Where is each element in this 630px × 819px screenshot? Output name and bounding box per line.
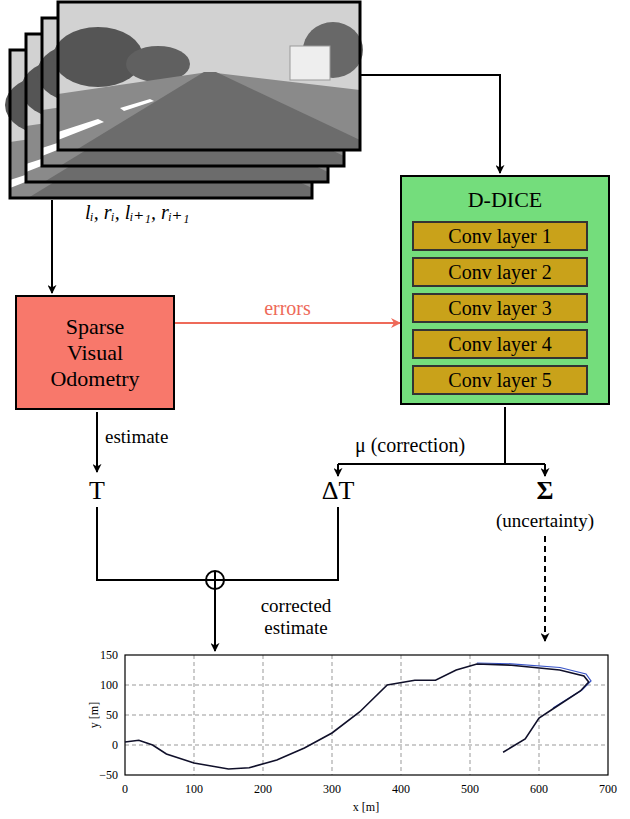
annotation: Σ bbox=[537, 476, 554, 506]
layer-box: Conv layer 5 bbox=[412, 365, 588, 395]
box-label: Conv layer 5 bbox=[448, 368, 551, 392]
annotation: lᵢ, rᵢ, lᵢ₊₁, rᵢ₊₁ bbox=[85, 201, 189, 224]
axis-label: 0 bbox=[112, 738, 118, 752]
annotation: (uncertainty) bbox=[496, 510, 594, 532]
layer-box: Conv layer 4 bbox=[412, 329, 588, 359]
axis-label: 100 bbox=[100, 678, 118, 692]
layer-box: Conv layer 1 bbox=[412, 221, 588, 251]
axis-label: 600 bbox=[530, 782, 548, 796]
box-title: D-DICE bbox=[402, 187, 608, 213]
layer-box: Conv layer 2 bbox=[412, 257, 588, 287]
box-label: Conv layer 3 bbox=[448, 296, 551, 320]
trajectory-plot bbox=[125, 655, 608, 775]
axis-label: 500 bbox=[461, 782, 479, 796]
box-label: Conv layer 2 bbox=[448, 260, 551, 284]
box-label: Conv layer 4 bbox=[448, 332, 551, 356]
axis-label: 50 bbox=[106, 708, 118, 722]
axis-label: 150 bbox=[100, 648, 118, 662]
axis-label: 0 bbox=[122, 782, 128, 796]
axis-label: x [m] bbox=[353, 800, 379, 814]
axis-label: −50 bbox=[99, 768, 118, 782]
annotation: T bbox=[89, 476, 105, 506]
network-box: D-DICE Conv layer 1 Conv layer 2 Conv layer… bbox=[400, 175, 610, 405]
axis-label: 400 bbox=[392, 782, 410, 796]
annotation: μ (correction) bbox=[355, 434, 465, 457]
axis-label: 300 bbox=[323, 782, 341, 796]
annotation: estimate bbox=[105, 426, 168, 448]
annotation: ΔT bbox=[322, 476, 355, 506]
layer-box: Conv layer 3 bbox=[412, 293, 588, 323]
axis-label: 200 bbox=[254, 782, 272, 796]
axis-label: 700 bbox=[599, 782, 617, 796]
error-arrow bbox=[175, 322, 400, 324]
annotation: corrected estimate bbox=[236, 595, 356, 639]
axis-label: 100 bbox=[185, 782, 203, 796]
axis-label: y [m] bbox=[87, 702, 101, 728]
box-label: Conv layer 1 bbox=[448, 224, 551, 248]
edge-label: errors bbox=[262, 297, 313, 319]
box-label: Sparse Visual Odometry bbox=[39, 314, 151, 392]
process-box: Sparse Visual Odometry bbox=[15, 295, 175, 410]
